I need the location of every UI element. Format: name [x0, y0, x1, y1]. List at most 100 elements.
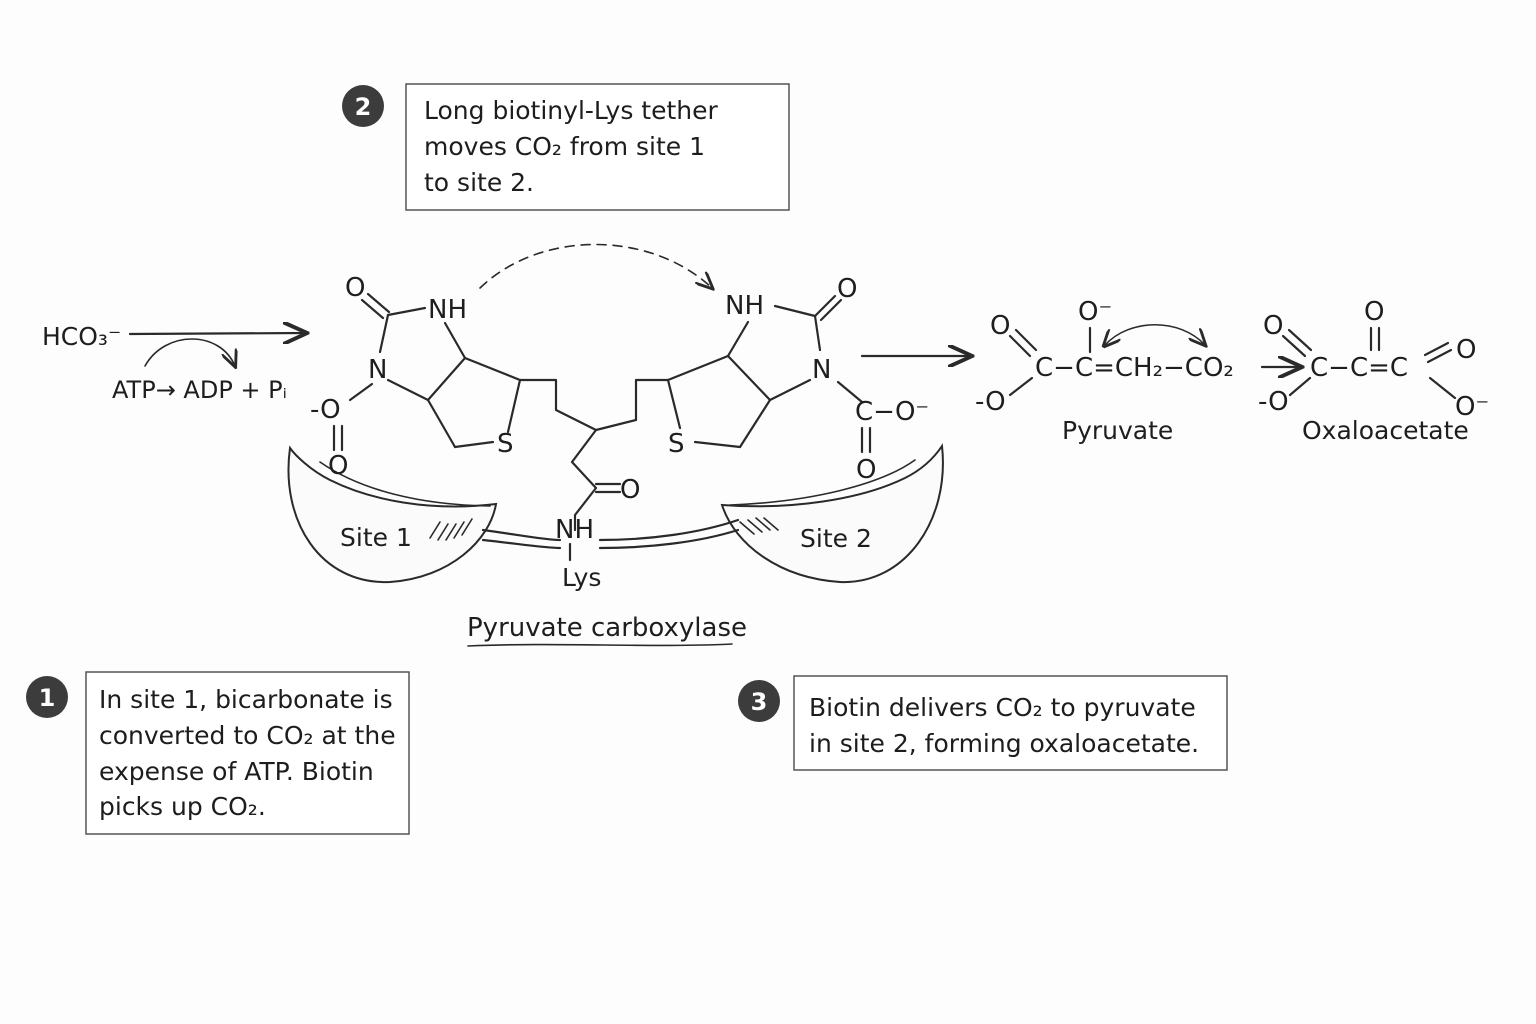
callout-3: 3 Biotin delivers CO₂ to pyruvate in sit…	[738, 675, 1228, 771]
oaa-o-right: O	[1456, 335, 1476, 365]
oaa-o-minus-bond	[1428, 376, 1457, 400]
step-2-number: 2	[355, 93, 372, 121]
callout-1-line-1: In site 1, bicarbonate is	[99, 685, 393, 714]
callout-2-box	[405, 83, 790, 211]
callout-3-line-1: Biotin delivers CO₂ to pyruvate	[809, 693, 1196, 722]
linker-left-1	[481, 528, 562, 542]
right-ring-fusion	[726, 354, 772, 402]
right-ring-c6	[738, 398, 772, 449]
callout-2-line-1: Long biotinyl-Lys tether	[424, 96, 719, 125]
biotin-left: O NH N S -O O	[310, 273, 522, 481]
bicarbonate-arrow	[128, 333, 305, 334]
oaa-o-left: O	[1263, 311, 1283, 341]
pyr-chain: C−C=CH₂−CO₂	[1035, 353, 1234, 383]
left-carboxyl-o: O	[328, 451, 348, 481]
oaa-co-1	[1281, 334, 1307, 358]
pyruvate-label: Pyruvate	[1062, 416, 1173, 445]
site-2-hatching	[739, 517, 779, 535]
site-1-label: Site 1	[340, 523, 412, 552]
left-n: N	[368, 355, 387, 385]
left-carbonyl-o: O	[345, 273, 365, 303]
callout-1-line-2: converted to CO₂ at the	[99, 721, 396, 750]
right-n-ring-bond	[768, 378, 812, 402]
right-ring-s-bond	[666, 378, 682, 430]
linker-right-2	[598, 528, 740, 550]
atp-curved-arrow	[144, 338, 235, 366]
site-2-label: Site 2	[800, 524, 872, 553]
oxaloacetate-label: Oxaloacetate	[1302, 416, 1469, 445]
step-2-badge	[342, 85, 384, 127]
right-ring-c4	[666, 354, 730, 382]
oaa-chain: C−C=C	[1310, 353, 1408, 383]
tether-chain-down	[570, 428, 598, 532]
enzyme-body: Site 1 Site 2	[287, 443, 944, 584]
atp-reaction-label: ATP→ ADP + Pᵢ	[112, 376, 287, 404]
oaa-co-2	[1287, 328, 1313, 352]
left-ring-c4	[463, 356, 522, 382]
right-n: N	[812, 355, 831, 385]
bicarbonate-label: HCO₃⁻	[42, 322, 121, 351]
left-co-bond-2	[366, 292, 391, 314]
callout-1: 1 In site 1, bicarbonate is converted to…	[26, 671, 410, 835]
right-carboxyl-c: C−O⁻	[855, 397, 929, 427]
pyr-resonance-arrow	[1105, 323, 1205, 345]
pyruvate-structure: O C−C=CH₂−CO₂ -O O⁻ Pyruvate	[975, 297, 1234, 445]
oaa-o-minus-left: -O	[1258, 387, 1289, 417]
left-ring-c6	[426, 398, 457, 449]
biotinyl-lys-tether: O NH Lys	[518, 378, 670, 592]
left-n-o-bond	[348, 382, 374, 402]
tether-nh: NH	[555, 515, 594, 545]
right-nh: NH	[725, 291, 764, 321]
right-carboxyl-o: O	[856, 455, 876, 485]
pyr-co-2	[1014, 328, 1038, 352]
callout-1-line-4: picks up CO₂.	[99, 792, 266, 821]
callout-2: 2 Long biotinyl-Lys tether moves CO₂ fro…	[342, 83, 790, 211]
callout-1-box	[85, 671, 410, 835]
oaa-o-bond	[1288, 376, 1312, 397]
left-o-minus: -O	[310, 395, 341, 425]
tether-transfer-arrow	[479, 243, 712, 289]
tether-chain-top	[518, 378, 670, 432]
step-1-number: 1	[39, 684, 56, 712]
callout-3-box	[793, 675, 1228, 771]
enzyme-name: Pyruvate carboxylase	[467, 613, 747, 647]
left-nh: NH	[428, 295, 467, 325]
callout-1-line-3: expense of ATP. Biotin	[99, 757, 374, 786]
enzyme-name-underline	[467, 643, 733, 647]
enzyme-name-label: Pyruvate carboxylase	[467, 613, 747, 643]
step-3-badge	[738, 680, 780, 722]
pyr-o-top: O	[990, 311, 1010, 341]
left-ring-fusion	[426, 356, 467, 402]
lys-label: Lys	[562, 563, 601, 592]
right-n-c-bond	[836, 380, 864, 404]
pyr-o-bond	[1008, 376, 1034, 397]
amide-o: O	[620, 475, 640, 505]
right-c-n-bond	[813, 314, 822, 352]
callout-3-line-2: in site 2, forming oxaloacetate.	[809, 729, 1199, 758]
left-c-n-bond	[378, 313, 390, 354]
right-co-bond-2	[819, 298, 843, 322]
pyr-o-minus: -O	[975, 387, 1006, 417]
linker-left-2	[481, 538, 562, 550]
right-carbonyl-o: O	[837, 274, 857, 304]
linker-right-1	[598, 518, 740, 542]
step-1-badge	[26, 676, 68, 718]
left-c-nh-bond	[386, 306, 427, 317]
right-ring-c7	[693, 440, 742, 449]
bicarbonate-input: HCO₃⁻ ATP→ ADP + Pᵢ	[42, 322, 305, 404]
right-nh-c-bond	[773, 304, 817, 318]
step-3-number: 3	[751, 688, 768, 716]
biotin-right: NH O N S C−O⁻ O	[666, 274, 929, 485]
right-nh-ring-bond	[726, 320, 750, 358]
oaa-o-minus-right: O⁻	[1455, 392, 1489, 422]
left-n-ring-bond	[386, 378, 430, 402]
site-2-rim	[729, 459, 916, 506]
oaa-o-top: O	[1364, 297, 1384, 327]
right-s: S	[668, 429, 685, 459]
site-1-lobe	[287, 445, 498, 584]
site-2-lobe	[720, 443, 944, 584]
callout-2-line-2: moves CO₂ from site 1	[424, 132, 705, 161]
left-s: S	[497, 429, 514, 459]
